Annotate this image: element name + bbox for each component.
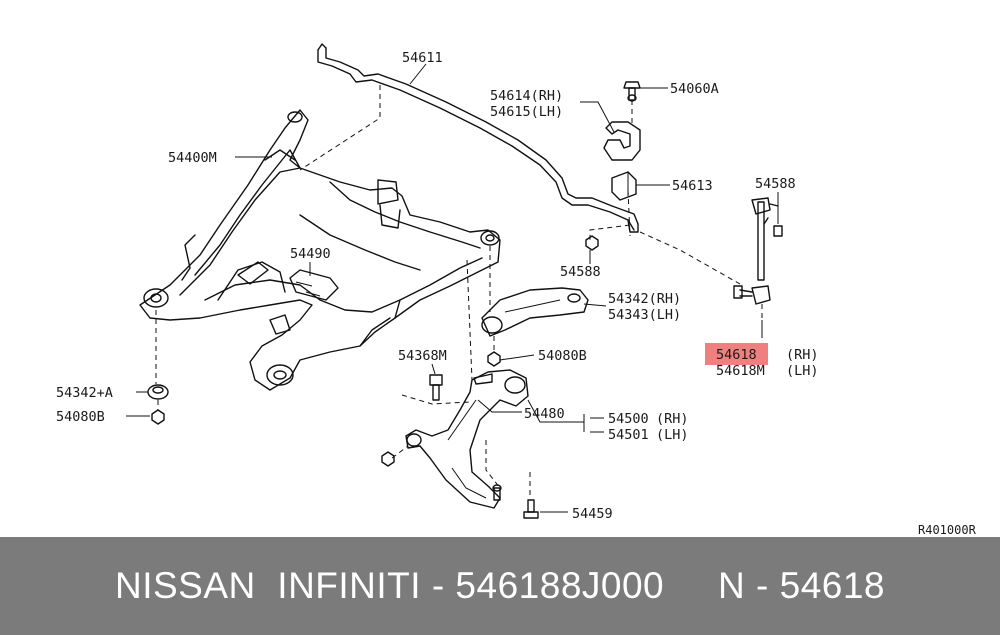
label-54611: 54611 [402,50,443,66]
footer-bar: NISSAN INFINITI - 546188J000 N - 54618 [0,537,1000,635]
label-54618-rh: (RH) [786,347,819,363]
subframe [139,109,501,391]
leader-lines [126,63,779,513]
label-54343: 54343(LH) [608,307,681,323]
label-54615: 54615(LH) [490,104,563,120]
label-54501-lh: (LH) [656,427,689,443]
label-54588-middle: 54588 [560,264,601,280]
label-54618m: 54618M [716,363,765,379]
label-54618: 54618 [716,347,757,363]
label-54614: 54614(RH) [490,88,563,104]
label-54080b-lower: 54080B [56,409,105,425]
part-arm-nut [381,451,395,467]
label-54500: 54500 [608,411,649,427]
label-54080b-upper: 54080B [538,348,587,364]
parts-diagram: 54611 54614(RH) 54615(LH) 54060A 54400M … [56,43,977,537]
label-54490: 54490 [290,246,331,262]
label-54368m: 54368M [398,348,447,364]
label-54459: 54459 [572,506,613,522]
part-54618-link [733,197,783,305]
label-54060a: 54060A [670,81,719,97]
labels: 54611 54614(RH) 54615(LH) 54060A 54400M … [56,50,977,537]
label-54400m: 54400M [168,150,217,166]
dashed-lines [155,85,763,495]
part-54080b-nut [487,351,501,367]
label-54618m-lh: (LH) [786,363,819,379]
part-54490 [289,269,339,301]
label-54342a: 54342+A [56,385,113,401]
part-54613-bushing [611,171,637,201]
part-54588-nut [585,235,599,251]
label-54588-upper: 54588 [755,176,796,192]
part-highlight [705,343,768,365]
label-54480: 54480 [524,406,565,422]
reference-code: R401000R [918,523,977,537]
part-54080b-nut-lower [151,409,165,425]
label-54500-rh: (RH) [656,411,689,427]
part-54342a-mount [147,384,169,400]
part-54614-clamp [603,121,641,161]
diagram-drawing: 54611 54614(RH) 54615(LH) 54060A 54400M … [56,43,977,537]
label-54613: 54613 [672,178,713,194]
label-54501: 54501 [608,427,649,443]
part-54459-bolt [492,484,539,519]
part-54342-bracket [481,287,589,337]
label-54342: 54342(RH) [608,291,681,307]
part-54368m-bolt [429,374,443,401]
footer-part-number: NISSAN INFINITI - 546188J000 N - 54618 [114,565,886,606]
part-54060a-bolt [623,81,641,102]
part-54500-arm [405,369,529,509]
stabilizer-bar [317,43,639,233]
